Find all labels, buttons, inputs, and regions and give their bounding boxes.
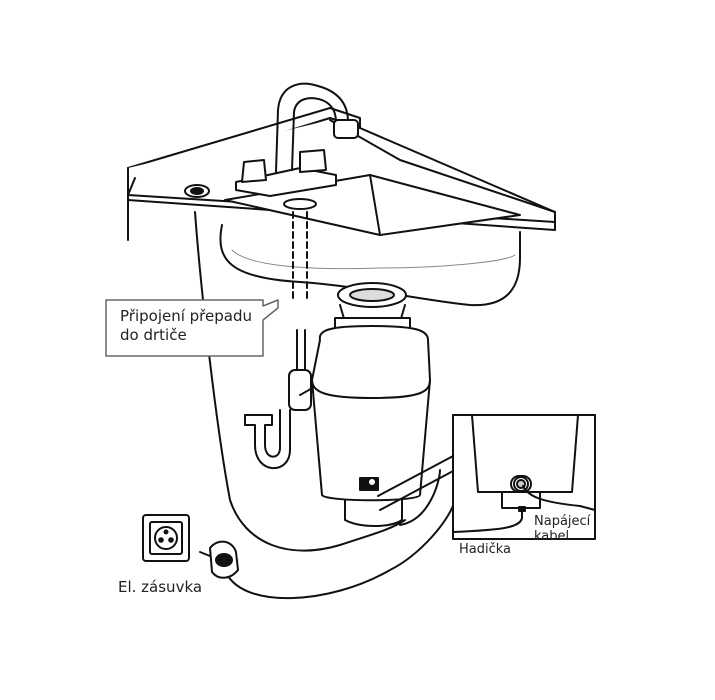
- overflow-connection-label: Připojení přepadu do drtiče: [120, 307, 252, 345]
- power-cable-line2: kabel: [534, 529, 570, 544]
- socket-label: El. zásuvka: [118, 578, 203, 596]
- hose-label: Hadička: [459, 542, 512, 557]
- power-cable-label: Napájecí kabel: [534, 514, 590, 544]
- overflow-label-line1: Připojení přepadu: [120, 307, 252, 325]
- plug: [199, 540, 239, 579]
- wall-socket-icon: [142, 514, 190, 562]
- food-disposer-unit: [311, 282, 456, 527]
- overflow-channel: [292, 211, 308, 301]
- drain-trap: [244, 329, 331, 470]
- power-cable-line1: Napájecí: [534, 514, 591, 529]
- overflow-label-line2: do drtiče: [120, 326, 187, 344]
- overflow-callout-box: [105, 299, 279, 357]
- power-cord: [194, 211, 456, 600]
- detail-inset: [452, 414, 596, 540]
- faucet: [235, 82, 359, 197]
